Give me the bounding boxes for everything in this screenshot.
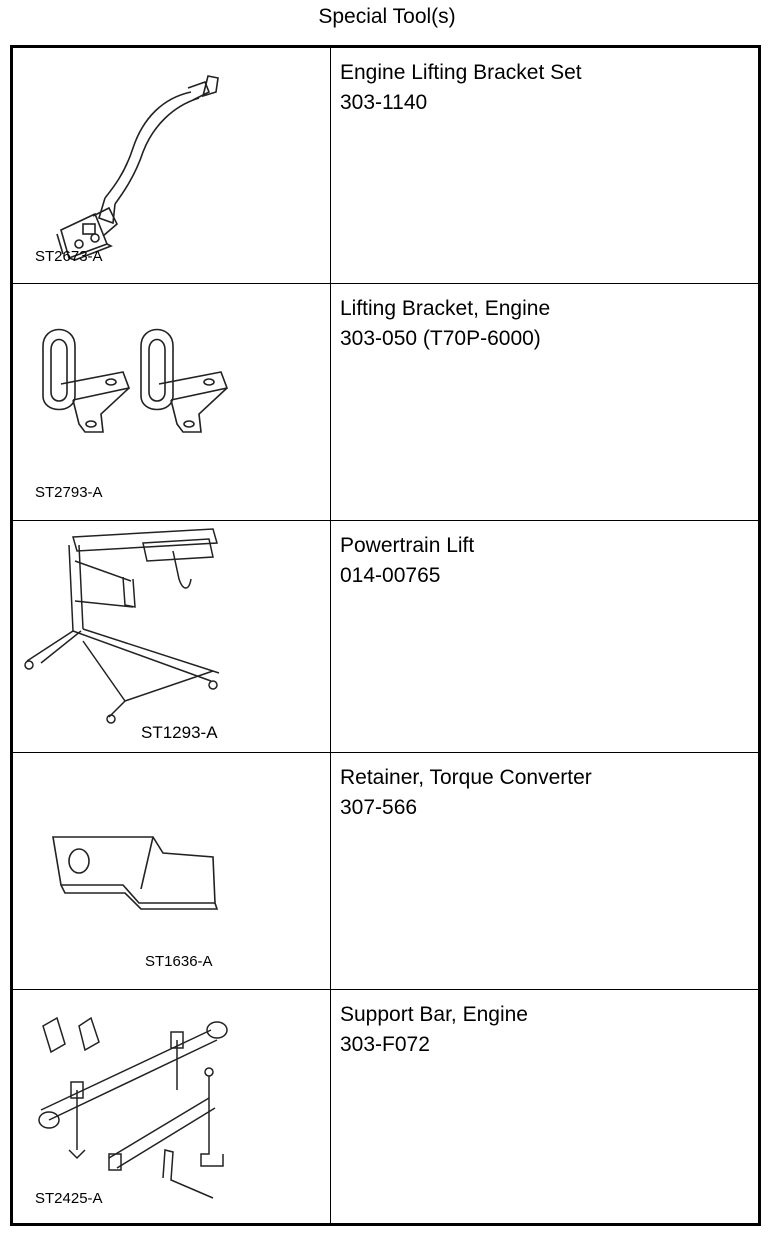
powertrain-lift-illustration (24, 528, 220, 724)
lifting-bracket-set-illustration (56, 75, 219, 261)
tool-description: Lifting Bracket, Engine 303-050 (T70P-60… (340, 294, 752, 354)
engine-support-bar-illustration (38, 1016, 228, 1199)
tool-number: 303-1140 (340, 91, 428, 114)
tool-name: Support Bar, Engine (340, 1003, 528, 1026)
tool-number: 303-F072 (340, 1033, 430, 1056)
tool-image-cell: ST1293-A (13, 521, 331, 752)
tool-drawing-code: ST1293-A (141, 723, 218, 742)
table-row: ST2425-A Support Bar, Engine 303-F072 (13, 990, 758, 1223)
tool-drawing-code: ST1636-A (145, 953, 213, 970)
table-row: ST2793-A Lifting Bracket, Engine 303-050… (13, 284, 758, 521)
tool-image-cell: ST2425-A (13, 990, 331, 1223)
special-tools-table: ST2673-A Engine Lifting Bracket Set 303-… (10, 45, 761, 1226)
tool-name: Lifting Bracket, Engine (340, 297, 551, 320)
tool-image-cell: ST2793-A (13, 284, 331, 520)
tool-number: 303-050 (T70P-6000) (340, 327, 541, 350)
tool-description: Powertrain Lift 014-00765 (340, 531, 752, 591)
table-row: ST2673-A Engine Lifting Bracket Set 303-… (13, 48, 758, 284)
tool-name: Engine Lifting Bracket Set (340, 61, 582, 84)
tool-number: 014-00765 (340, 564, 441, 587)
table-row: ST1636-A Retainer, Torque Converter 307-… (13, 753, 758, 990)
tool-description: Engine Lifting Bracket Set 303-1140 (340, 58, 752, 118)
tool-name: Retainer, Torque Converter (340, 766, 592, 789)
lifting-bracket-pair-illustration (42, 328, 229, 433)
tool-drawing-code: ST2673-A (35, 248, 103, 265)
tool-image-cell: ST2673-A (13, 48, 331, 283)
tool-drawing-code: ST2425-A (35, 1190, 103, 1207)
tool-drawing-code: ST2793-A (35, 484, 103, 501)
tool-image-cell: ST1636-A (13, 753, 331, 989)
torque-converter-retainer-illustration (52, 836, 219, 910)
page-title: Special Tool(s) (318, 5, 456, 28)
tool-name: Powertrain Lift (340, 534, 475, 557)
tool-description: Retainer, Torque Converter 307-566 (340, 763, 752, 823)
table-row: ST1293-A Powertrain Lift 014-00765 (13, 521, 758, 753)
tool-description: Support Bar, Engine 303-F072 (340, 1000, 752, 1060)
tool-number: 307-566 (340, 796, 418, 819)
